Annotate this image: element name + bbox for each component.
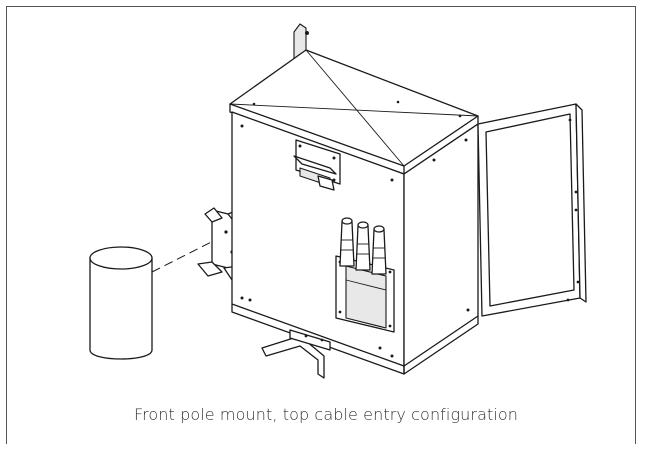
- figure-caption: Front pole mount, top cable entry config…: [133, 405, 519, 424]
- bushing-1: [339, 217, 355, 267]
- bushing-2: [355, 221, 371, 271]
- cabinet-door: [477, 103, 587, 317]
- bottom-foot-bracket: [261, 329, 331, 379]
- figure-frame: [6, 6, 636, 444]
- bushing-3: [371, 225, 387, 275]
- cabinet-side-face: [403, 123, 479, 375]
- pole-cylinder: [89, 246, 153, 360]
- cabinet-mount-bracket: [293, 139, 341, 191]
